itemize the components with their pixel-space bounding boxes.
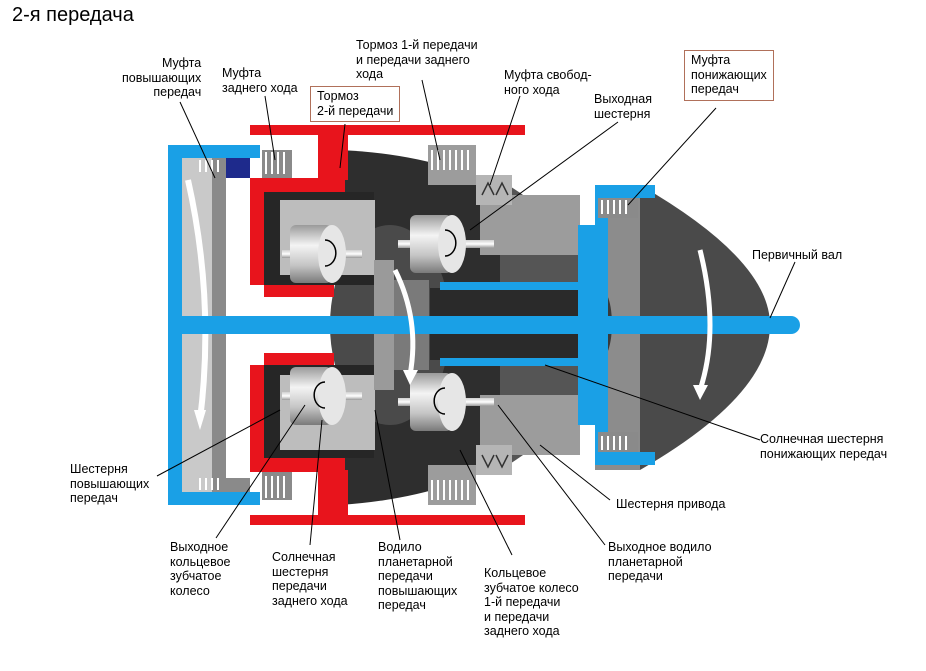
label-output-ring-gear: Выходное кольцевое зубчатое колесо bbox=[170, 540, 231, 598]
label-clutch-overdrive: Муфта повышающих передач bbox=[122, 56, 202, 99]
rotation-arrows bbox=[313, 229, 457, 415]
one-way-clutch bbox=[476, 175, 512, 475]
reverse-clutch-plates bbox=[262, 150, 292, 500]
overdrive-clutch-plates bbox=[199, 160, 219, 490]
label-clutch-reverse: Муфта заднего хода bbox=[222, 66, 298, 95]
label-underdrive-sun-gear: Солнечная шестерня понижающих передач bbox=[760, 432, 888, 461]
page-title: 2-я передача bbox=[12, 4, 134, 26]
label-output-carrier: Выходное водило планетарной передачи bbox=[608, 540, 712, 583]
power-flow-arrows bbox=[392, 249, 713, 391]
input-shaft bbox=[170, 316, 800, 334]
brake-1st-reverse-plates bbox=[428, 145, 476, 505]
label-input-shaft: Первичный вал bbox=[752, 248, 843, 262]
label-drive-gear: Шестерня привода bbox=[616, 497, 726, 511]
label-brake-2nd: Тормоз 2-й передачи bbox=[310, 86, 401, 122]
label-brake-1st-reverse: Тормоз 1-й передачи и передачи заднего х… bbox=[356, 38, 478, 81]
leader-lines bbox=[156, 79, 796, 556]
label-ring-gear-1st-reverse: Кольцевое зубчатое колесо 1-й передачи и… bbox=[484, 566, 579, 638]
label-one-way-clutch: Муфта свобод- ного хода bbox=[504, 68, 592, 97]
label-output-gear: Выходная шестерня bbox=[594, 92, 653, 121]
brake-housing-red bbox=[250, 125, 525, 525]
label-reverse-sun-gear: Солнечная шестерня передачи заднего хода bbox=[272, 550, 348, 608]
overdrive-piston bbox=[226, 158, 250, 178]
label-overdrive-gear: Шестерня повышающих передач bbox=[70, 462, 150, 505]
label-overdrive-carrier: Водило планетарной передачи повышающих п… bbox=[378, 540, 458, 612]
label-clutch-underdrive: Муфта понижающих передач bbox=[684, 50, 774, 101]
